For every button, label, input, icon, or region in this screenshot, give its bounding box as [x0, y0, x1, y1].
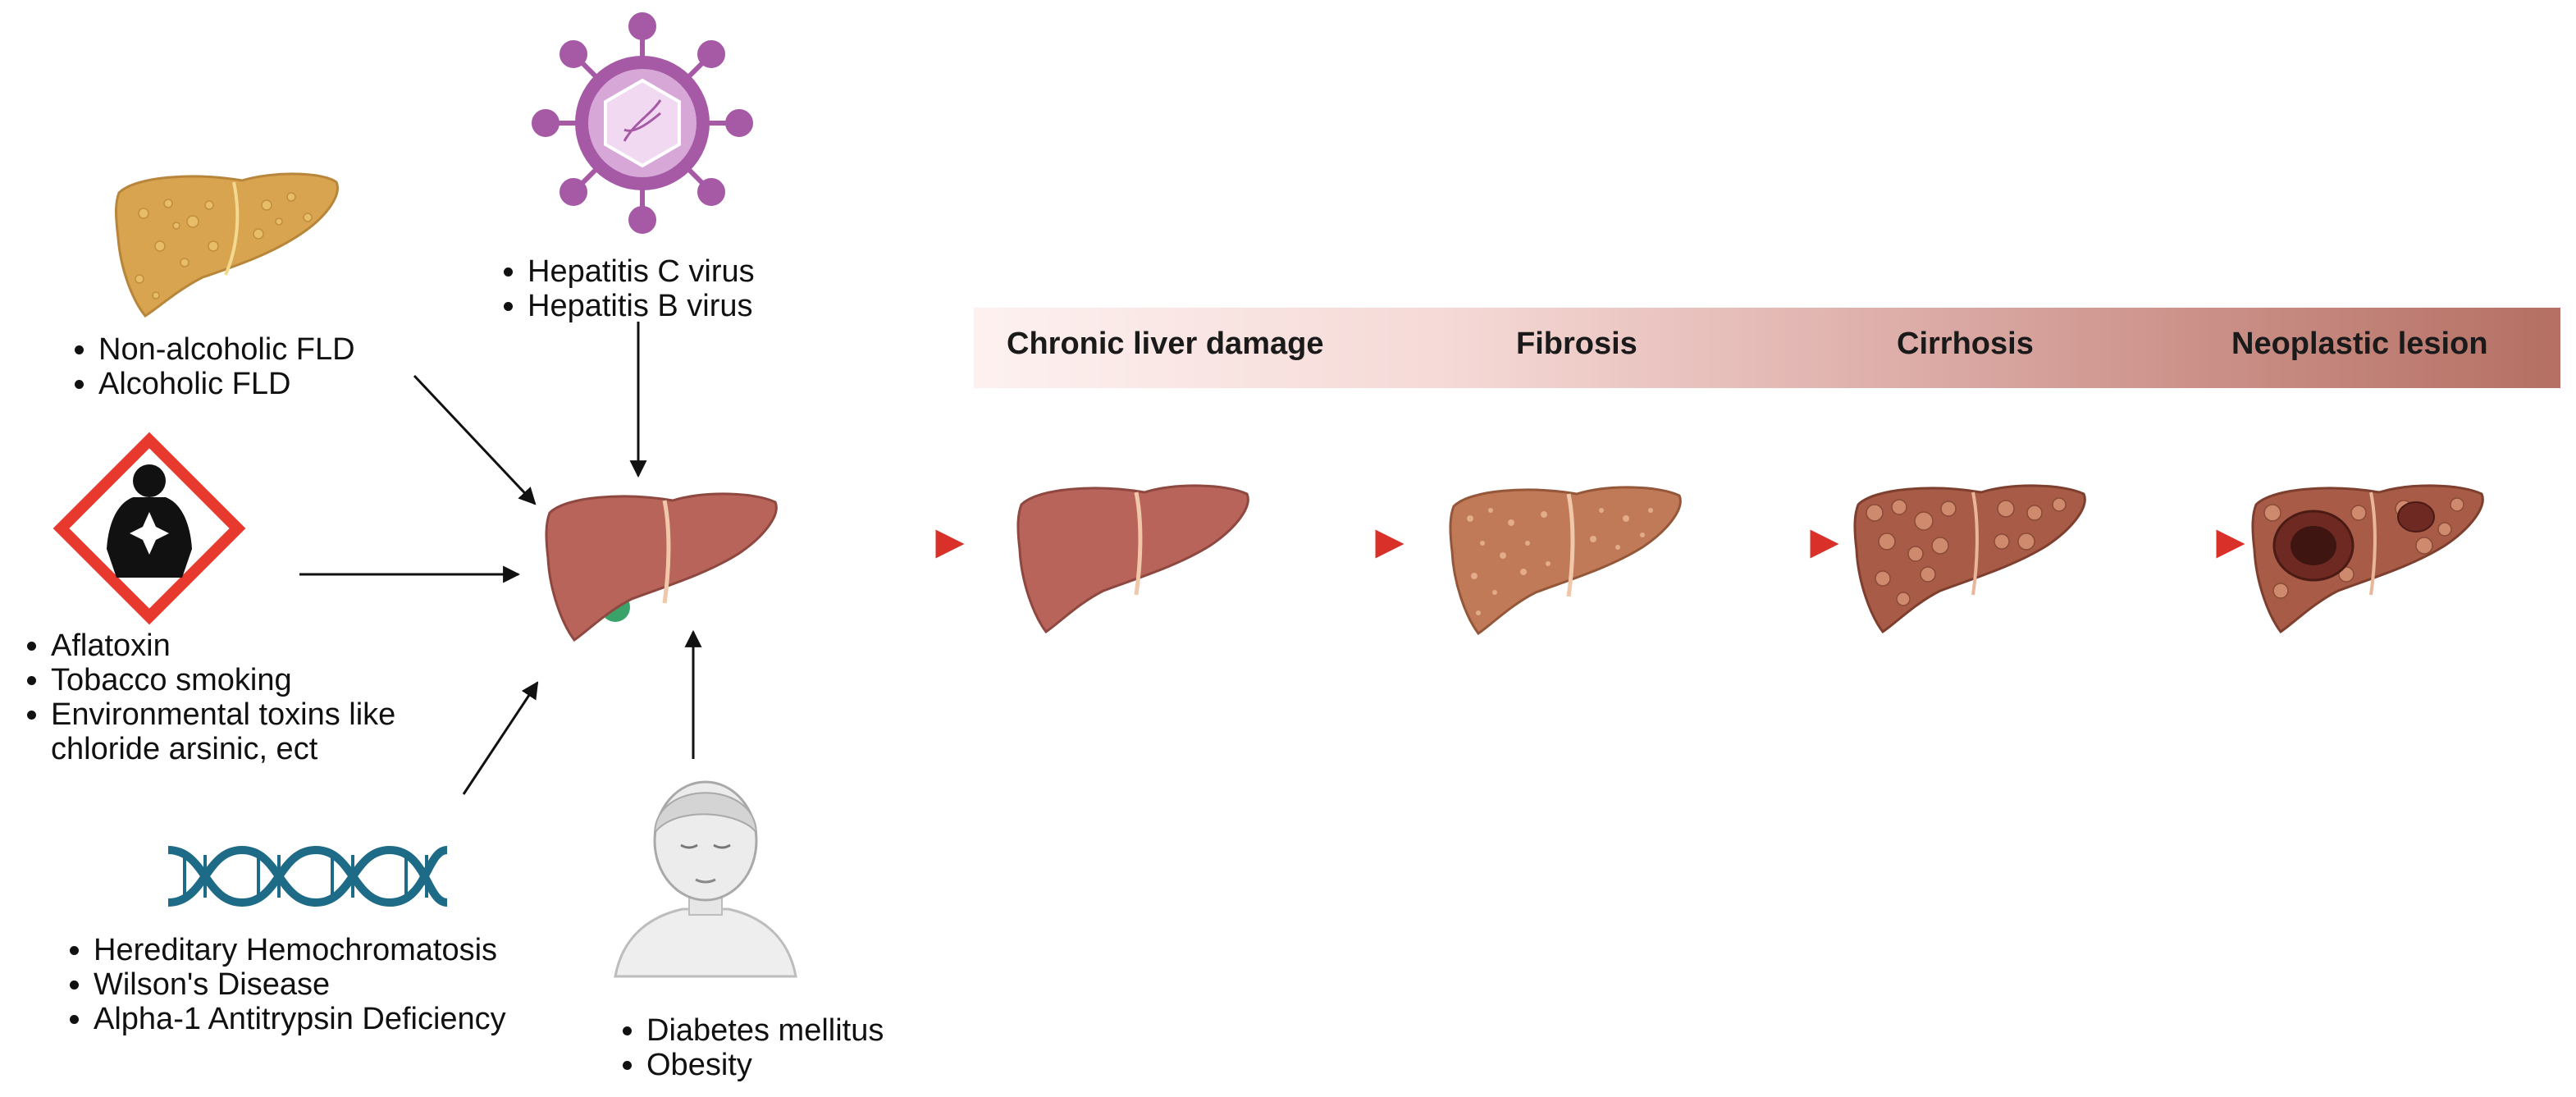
- stage-label-fibrosis: Fibrosis: [1516, 327, 1637, 361]
- toxin-item: Aflatoxin: [51, 628, 477, 663]
- central-liver-icon: [545, 492, 778, 642]
- fld-item: Alcoholic FLD: [98, 367, 355, 401]
- toxin-item: Tobacco smoking: [51, 663, 477, 697]
- hepatitis-virus-icon: [532, 12, 753, 234]
- viral-list: Hepatitis C virus Hepatitis B virus: [486, 254, 755, 323]
- viral-item: Hepatitis C virus: [528, 254, 755, 289]
- stage-liver-neoplastic: [2251, 484, 2484, 634]
- metabolic-list: Diabetes mellitus Obesity: [605, 1013, 884, 1082]
- toxin-item: Environmental toxins like chloride arsin…: [51, 697, 477, 766]
- viral-item: Hepatitis B virus: [528, 289, 755, 323]
- fld-item: Non-alcoholic FLD: [98, 332, 355, 367]
- genetic-item: Wilson's Disease: [94, 967, 506, 1002]
- person-icon: [614, 780, 797, 978]
- metabolic-item: Diabetes mellitus: [646, 1013, 884, 1048]
- genetic-list: Hereditary Hemochromatosis Wilson's Dise…: [53, 933, 506, 1036]
- health-hazard-icon: [53, 432, 246, 625]
- arrow-fld: [413, 374, 537, 505]
- stage-liver-cirrhosis: [1853, 484, 2086, 634]
- genetic-item: Alpha-1 Antitrypsin Deficiency: [94, 1002, 506, 1036]
- fatty-liver-icon: [115, 172, 339, 318]
- stage-label-neoplastic: Neoplastic lesion: [2231, 327, 2488, 361]
- stage-label-chronic: Chronic liver damage: [1007, 327, 1324, 361]
- stage-gradient-bar: [974, 308, 2560, 388]
- metabolic-item: Obesity: [646, 1048, 884, 1082]
- stage-liver-chronic: [1016, 484, 1249, 634]
- toxins-list: Aflatoxin Tobacco smoking Environmental …: [10, 628, 477, 766]
- stage-label-cirrhosis: Cirrhosis: [1897, 327, 2034, 361]
- stage-liver-fibrosis: [1449, 486, 1682, 636]
- fld-list: Non-alcoholic FLD Alcoholic FLD: [57, 332, 355, 401]
- dna-helix-icon: [167, 845, 449, 907]
- genetic-item: Hereditary Hemochromatosis: [94, 933, 506, 967]
- arrow-genetic: [462, 681, 539, 795]
